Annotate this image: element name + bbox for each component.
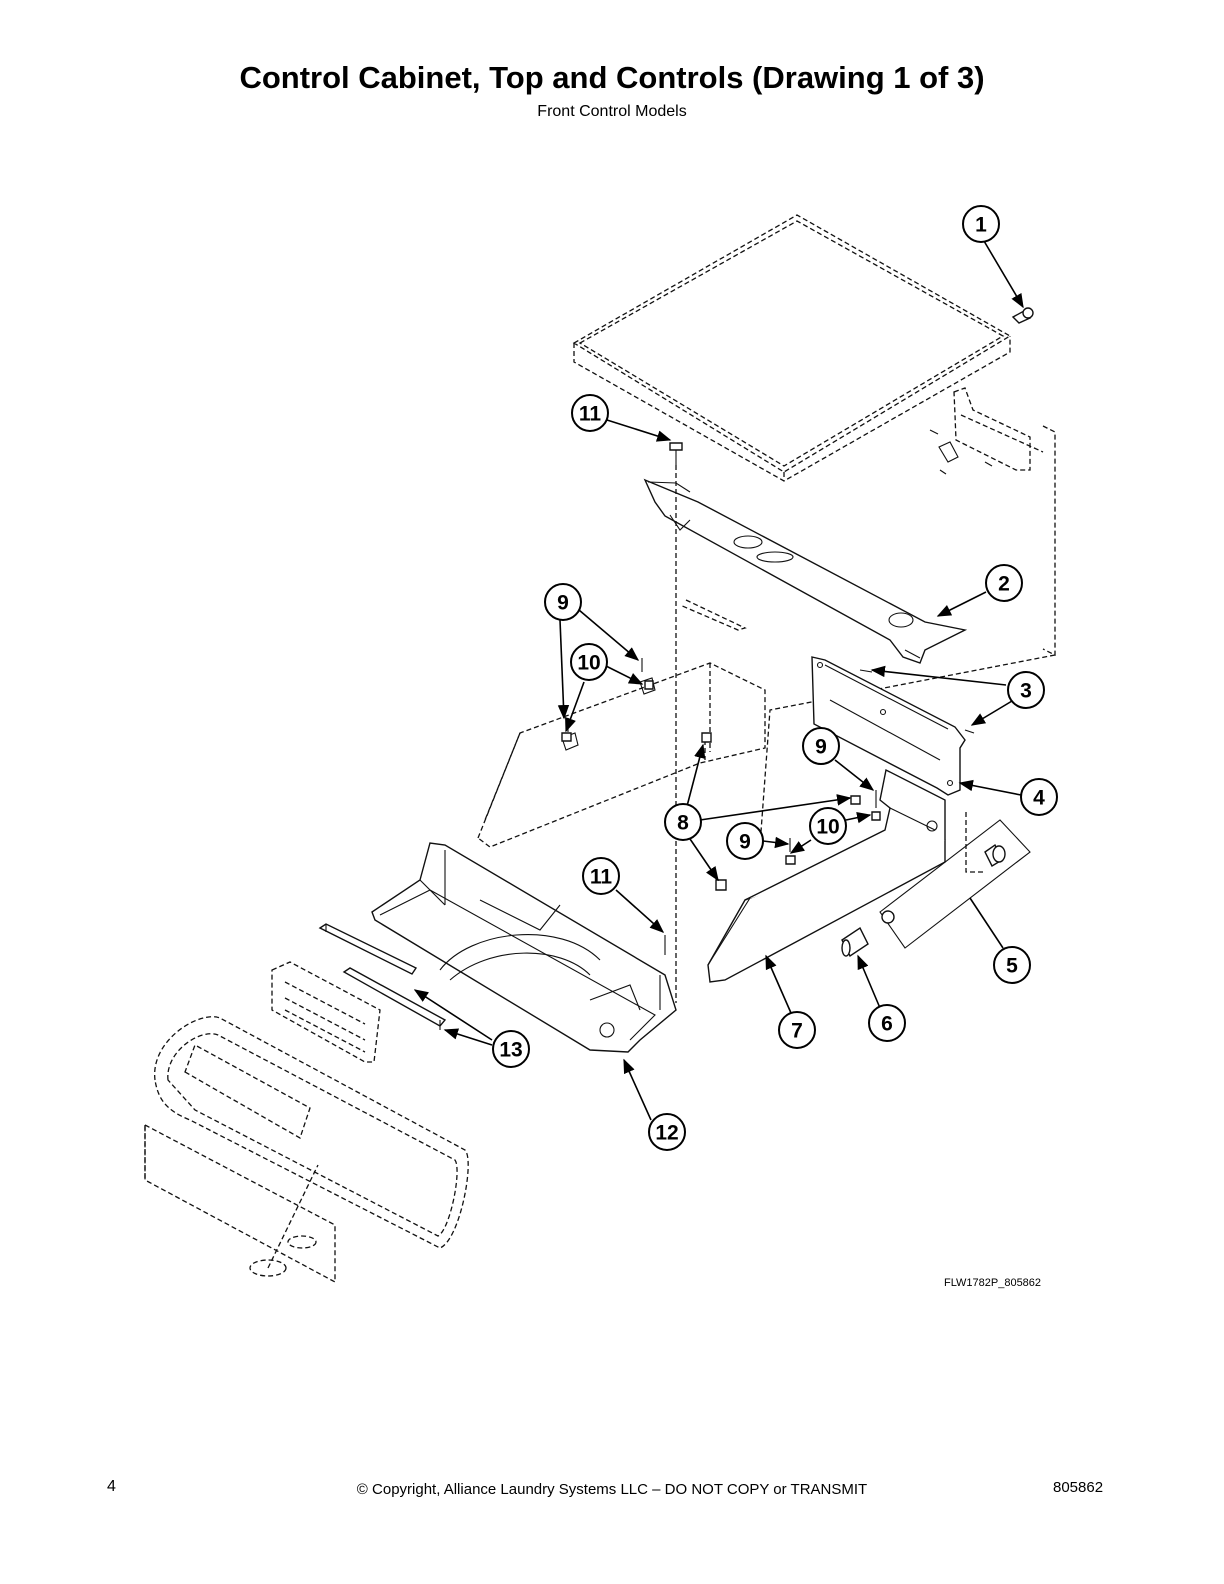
svg-text:11: 11 (579, 403, 602, 426)
document-number: 805862 (1053, 1479, 1104, 1496)
svg-text:9: 9 (815, 736, 827, 759)
control-panel-brace (643, 478, 968, 664)
leader-lines (413, 240, 1024, 1121)
mounting-plate (811, 656, 966, 796)
svg-text:9: 9 (557, 592, 569, 615)
svg-text:12: 12 (655, 1122, 678, 1145)
svg-text:10: 10 (577, 652, 600, 675)
callout-5: 5 (993, 946, 1031, 984)
svg-text:10: 10 (816, 816, 839, 839)
callout-3: 3 (1007, 671, 1045, 709)
display-grille (271, 961, 381, 1063)
callout-2: 2 (985, 564, 1023, 602)
callout-12: 12 (648, 1113, 686, 1151)
knob-assembly-box (879, 819, 1031, 949)
page-title: Control Cabinet, Top and Controls (Drawi… (239, 60, 985, 95)
control-knob (841, 926, 869, 958)
drawing-code: FLW1782P_805862 (944, 1277, 1042, 1289)
svg-text:6: 6 (881, 1013, 893, 1036)
svg-text:11: 11 (590, 866, 613, 889)
upper-right-bracket (929, 387, 1056, 657)
callout-11-top: 11 (571, 394, 609, 432)
page-subtitle: Front Control Models (537, 103, 687, 120)
console-front-cover (144, 1016, 469, 1284)
callout-6: 6 (868, 1004, 906, 1042)
svg-text:8: 8 (677, 812, 689, 835)
console-housing (477, 599, 766, 848)
svg-text:1: 1 (975, 214, 987, 237)
svg-text:2: 2 (998, 573, 1010, 596)
console-rails (318, 923, 447, 1030)
copyright-notice: © Copyright, Alliance Laundry Systems LL… (356, 1481, 868, 1498)
callout-10-right: 10 (809, 807, 847, 845)
callout-1: 1 (962, 205, 1000, 243)
svg-text:4: 4 (1033, 787, 1045, 810)
callout-11-lower: 11 (582, 857, 620, 895)
svg-text:7: 7 (791, 1020, 803, 1043)
callout-8: 8 (664, 803, 702, 841)
callout-9-middle: 9 (726, 822, 764, 860)
top-screw (1011, 307, 1034, 324)
callout-13: 13 (492, 1030, 530, 1068)
callout-10-upper-left: 10 (570, 643, 608, 681)
console-base-tray (371, 842, 677, 1053)
svg-text:13: 13 (499, 1039, 522, 1062)
top-panel (572, 214, 1012, 482)
svg-text:5: 5 (1006, 955, 1018, 978)
svg-text:9: 9 (739, 831, 751, 854)
callout-7: 7 (778, 1011, 816, 1049)
page-number: 4 (107, 1478, 116, 1495)
svg-text:3: 3 (1020, 680, 1032, 703)
callout-9-upper-left: 9 (544, 583, 582, 621)
control-cabinet-channel (707, 768, 946, 983)
brace-screw (669, 442, 683, 465)
callout-9-right: 9 (802, 727, 840, 765)
callout-4: 4 (1020, 778, 1058, 816)
